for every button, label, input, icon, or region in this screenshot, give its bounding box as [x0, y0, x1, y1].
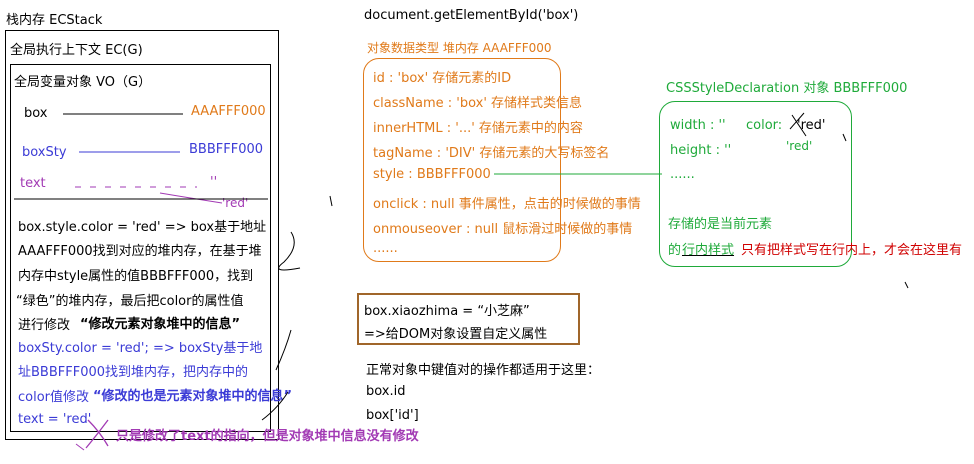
- heap-dom-prop-id: id : 'box' 存储元素的ID: [373, 71, 512, 86]
- scribble-tick-4: [75, 443, 85, 451]
- vo-frame: [10, 64, 271, 432]
- custom-prop-box: [357, 293, 580, 345]
- heap-style-note1: 存储的是当前元素: [668, 217, 773, 232]
- heap-style-color-label: color:: [746, 118, 783, 133]
- ops-line-1: 正常对象中键值对的操作都适用于这里：: [366, 363, 601, 378]
- heap-style-note-side: 只有把样式写在行内上，才会在这里有: [741, 243, 963, 258]
- scribble-curve-2: [275, 329, 292, 371]
- ops-line-2: box.id: [366, 384, 406, 399]
- note-line-10: 只是修改了text的指向，但是对象堆中信息没有修改: [116, 429, 419, 444]
- var-text-name: text: [20, 176, 46, 191]
- scribble-curve-3: [261, 391, 289, 421]
- scribble-curve-1: [278, 231, 301, 271]
- note-line-6: boxSty.color = 'red'; => boxSty基于地: [18, 341, 263, 356]
- custom-prop-line-1: box.xiaozhima = “小芝麻”: [364, 304, 530, 319]
- heap-dom-prop-tagname: tagName : 'DIV' 存储元素的大写标签名: [373, 146, 610, 161]
- note-line-8-emph: “修改的也是元素对象堆中的信息”: [93, 389, 293, 404]
- var-boxsty-value: BBBFFF000: [189, 142, 264, 157]
- ops-line-3: box['id']: [366, 408, 419, 423]
- heap-dom-prop-onclick: onclick : null 事件属性，点击的时候做的事情: [373, 197, 641, 212]
- heap-dom-prop-more: ......: [373, 241, 398, 256]
- stack-title: 栈内存 ECStack: [6, 13, 103, 28]
- note-line-8: color值修改: [18, 390, 90, 405]
- heap-style-label: CSSStyleDeclaration 对象 BBBFFF000: [666, 81, 908, 96]
- heap-dom-prop-onmouseover: onmouseover : null 鼠标滑过时候做的事情: [373, 222, 633, 237]
- heap-style-height: height : '': [670, 143, 732, 158]
- heap-dom-header: document.getElementById('box'): [364, 8, 579, 23]
- scribble-tick-2: [842, 133, 847, 142]
- heap-style-width: width : '': [670, 118, 726, 133]
- text-cross-mark: [85, 419, 109, 449]
- heap-style-color-red: 'red': [797, 118, 826, 133]
- note-line-5-emph: “修改元素对象堆中的信息”: [80, 317, 241, 332]
- heap-dom-prop-classname: className : 'box' 存储样式类信息: [373, 96, 583, 111]
- custom-prop-line-2: =>给DOM对象设置自定义属性: [364, 327, 548, 342]
- vo-title: 全局变量对象 VO（G）: [14, 75, 152, 90]
- color-cross-mark: [789, 112, 807, 137]
- heap-dom-box: [363, 58, 561, 262]
- var-text-value: '': [210, 175, 218, 190]
- heap-style-more: ......: [670, 167, 695, 182]
- note-line-5: 进行修改: [18, 318, 71, 333]
- stack-frame: [5, 30, 279, 440]
- text-red-stroke: [159, 192, 223, 204]
- var-boxsty-name: boxSty: [22, 145, 67, 160]
- heap-dom-prop-style: style : BBBFFF000: [373, 167, 491, 182]
- heap-style-box: [659, 101, 852, 267]
- ec-title: 全局执行上下文 EC(G): [10, 43, 143, 58]
- note-line-2: AAAFFF000找到对应的堆内存，在基于堆: [18, 244, 262, 259]
- note-line-4: “绿色”的堆内存，最后把color的属性值: [16, 294, 244, 309]
- heap-dom-prop-innerhtml: innerHTML : '...' 存储元素中的内容: [373, 121, 583, 136]
- note-line-9: text = 'red': [18, 412, 92, 427]
- note-line-3: 内存中style属性的值BBBFFF000，找到: [18, 269, 254, 284]
- var-box-name: box: [24, 106, 48, 121]
- heap-style-note2-prefix: 的: [668, 243, 682, 258]
- scribble-tick-1: [329, 195, 333, 207]
- note-line-1: box.style.color = 'red' => box基于地址: [18, 220, 267, 235]
- note-line-7: 址BBBFFF000找到堆内存，把内存中的: [18, 365, 249, 380]
- heap-dom-label: 对象数据类型 堆内存 AAAFFF000: [367, 41, 552, 55]
- heap-style-height-red: 'red': [786, 139, 813, 153]
- scribble-tick-3: [904, 281, 909, 289]
- var-box-value: AAAFFF000: [191, 104, 266, 119]
- heap-style-note2-underline: 行内样式: [682, 243, 735, 258]
